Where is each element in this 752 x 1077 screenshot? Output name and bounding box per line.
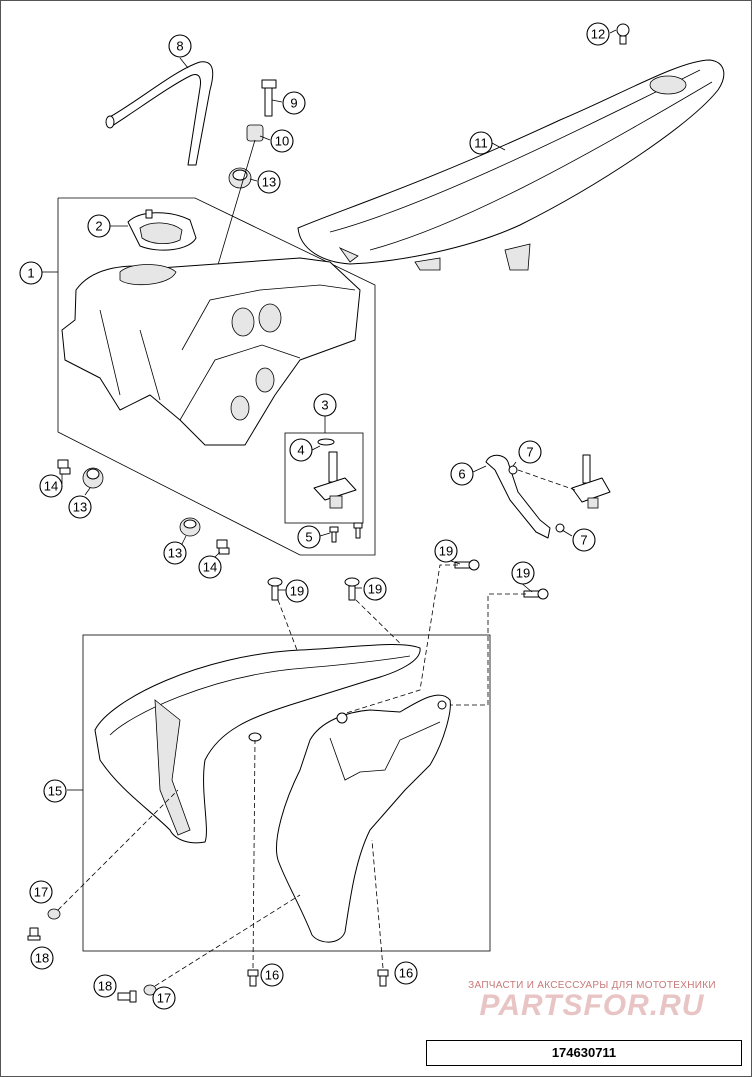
callout-19-b: 19: [363, 577, 387, 601]
callout-15: 15: [43, 779, 67, 803]
svg-text:17: 17: [34, 885, 48, 900]
svg-text:9: 9: [290, 96, 297, 111]
svg-text:13: 13: [168, 546, 182, 561]
reference-number: 174630711: [426, 1040, 742, 1066]
screws-5: [329, 522, 363, 543]
bolt-18-b: [117, 990, 137, 1003]
callout-7-lower: 7: [572, 528, 596, 552]
side-cover-group-bracket: [82, 634, 491, 952]
leader-lines: [42, 29, 617, 791]
svg-text:7: 7: [580, 533, 587, 548]
screw-19-b: [344, 577, 360, 601]
callout-16-a: 16: [260, 963, 284, 987]
callout-19-c: 19: [434, 539, 458, 563]
alignment-line: [371, 839, 384, 969]
callout-17-a: 17: [29, 880, 53, 904]
svg-text:18: 18: [98, 979, 112, 994]
svg-text:17: 17: [157, 991, 171, 1006]
svg-text:1: 1: [27, 266, 34, 281]
screw-19-c: [454, 559, 480, 571]
grommet-13-lower: [179, 517, 201, 537]
callout-13-left: 13: [68, 495, 92, 519]
tank-group-bracket: [57, 197, 376, 556]
svg-text:18: 18: [35, 951, 49, 966]
alignment-line: [57, 789, 179, 911]
svg-text:12: 12: [591, 27, 605, 42]
side-cover-left: [94, 644, 421, 844]
screw-19-d: [523, 588, 549, 600]
callout-10: 10: [270, 129, 294, 153]
seat-screw-12: [616, 23, 630, 45]
fuel-tap: [313, 438, 357, 509]
alignment-line: [445, 593, 526, 706]
bolt-18-a: [27, 927, 41, 941]
svg-text:10: 10: [275, 134, 289, 149]
side-cover-right: [276, 694, 451, 943]
callout-19-d: 19: [511, 561, 535, 585]
svg-text:19: 19: [290, 584, 304, 599]
svg-text:5: 5: [305, 530, 312, 545]
fuel-tap-group-bracket: [284, 432, 364, 524]
alignment-line: [154, 894, 301, 987]
callout-18-b: 18: [93, 974, 117, 998]
washer-10: [246, 124, 264, 142]
fuel-tank: [61, 257, 361, 446]
grommet-13-left: [82, 467, 104, 489]
svg-text:16: 16: [399, 966, 413, 981]
svg-text:19: 19: [368, 582, 382, 597]
callout-2: 2: [87, 214, 111, 238]
grommet-13-top: [228, 167, 252, 189]
svg-text:16: 16: [265, 968, 279, 983]
svg-text:4: 4: [297, 443, 304, 458]
callout-17-b: 17: [152, 986, 176, 1010]
svg-text:13: 13: [262, 175, 276, 190]
bolt-16-b: [377, 969, 389, 987]
bolt-14-left: [57, 459, 71, 475]
screw-19-a: [267, 577, 283, 601]
callout-8: 8: [168, 34, 192, 58]
alignment-line: [252, 739, 256, 969]
fuel-hose: [107, 61, 214, 166]
svg-text:6: 6: [458, 467, 465, 482]
callout-13-lower: 13: [163, 541, 187, 565]
callout-5: 5: [297, 525, 321, 549]
callout-14-left: 14: [39, 474, 63, 498]
svg-text:3: 3: [321, 398, 328, 413]
svg-text:11: 11: [474, 136, 488, 151]
alignment-line: [339, 564, 458, 716]
washer-17-a: [47, 908, 61, 920]
bolt-14-lower: [216, 539, 230, 555]
fuel-line: [485, 454, 611, 539]
callout-6: 6: [450, 462, 474, 486]
callout-18-a: 18: [30, 946, 54, 970]
callout-1: 1: [19, 261, 43, 285]
callout-13-top: 13: [257, 170, 281, 194]
bolt-9: [261, 79, 277, 117]
callout-19-a: 19: [285, 579, 309, 603]
svg-text:19: 19: [439, 544, 453, 559]
callout-12: 12: [586, 22, 610, 46]
fuel-cap: [127, 209, 197, 251]
callout-16-b: 16: [394, 961, 418, 985]
svg-text:2: 2: [95, 219, 102, 234]
svg-text:13: 13: [73, 500, 87, 515]
callout-9: 9: [282, 91, 306, 115]
alignment-line: [277, 599, 301, 659]
svg-text:19: 19: [516, 566, 530, 581]
callout-4: 4: [289, 438, 313, 462]
callout-14-lower: 14: [198, 555, 222, 579]
svg-text:8: 8: [176, 39, 183, 54]
svg-text:14: 14: [44, 479, 58, 494]
bolt-alignment-line: [211, 139, 256, 286]
svg-text:14: 14: [203, 560, 217, 575]
seat: [297, 59, 725, 271]
callout-3: 3: [313, 393, 337, 417]
bolt-16-a: [247, 969, 259, 987]
svg-text:7: 7: [526, 445, 533, 460]
svg-text:15: 15: [48, 784, 62, 799]
callout-7-upper: 7: [518, 440, 542, 464]
callout-11: 11: [469, 131, 493, 155]
